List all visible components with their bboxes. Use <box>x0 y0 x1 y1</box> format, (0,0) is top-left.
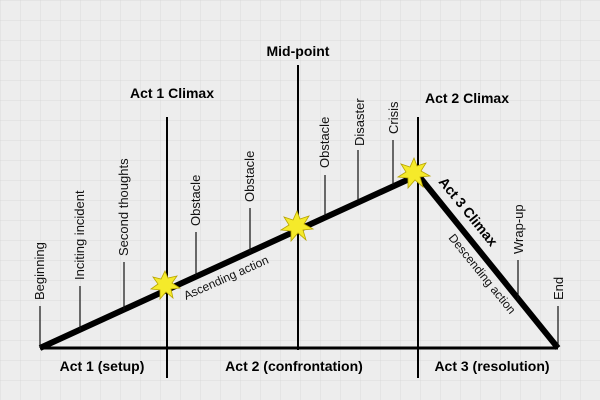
beat-label-crisis: Crisis <box>386 101 401 134</box>
act3-label: Act 3 (resolution) <box>434 358 549 374</box>
midpoint-label: Mid-point <box>267 43 330 59</box>
act1-climax-label: Act 1 Climax <box>130 85 214 101</box>
beat-label-wrap-up: Wrap-up <box>511 204 526 254</box>
act2-climax-label: Act 2 Climax <box>425 90 509 106</box>
beat-label-end: End <box>551 277 566 300</box>
act2-label: Act 2 (confrontation) <box>225 358 363 374</box>
beat-label-obstacle-2: Obstacle <box>242 151 257 202</box>
act2-climax-burst-icon <box>396 156 432 190</box>
beat-label-beginning: Beginning <box>32 242 47 300</box>
act1-climax-burst-icon <box>149 270 182 301</box>
beat-label-obstacle-1: Obstacle <box>188 175 203 226</box>
beat-label-second-thoughts: Second thoughts <box>116 158 131 256</box>
midpoint-burst-icon <box>279 209 315 243</box>
beat-label-disaster: Disaster <box>352 98 367 146</box>
act1-label: Act 1 (setup) <box>60 358 145 374</box>
beat-label-obstacle-3: Obstacle <box>317 117 332 168</box>
beat-label-inciting-incident: Inciting incident <box>72 190 87 280</box>
